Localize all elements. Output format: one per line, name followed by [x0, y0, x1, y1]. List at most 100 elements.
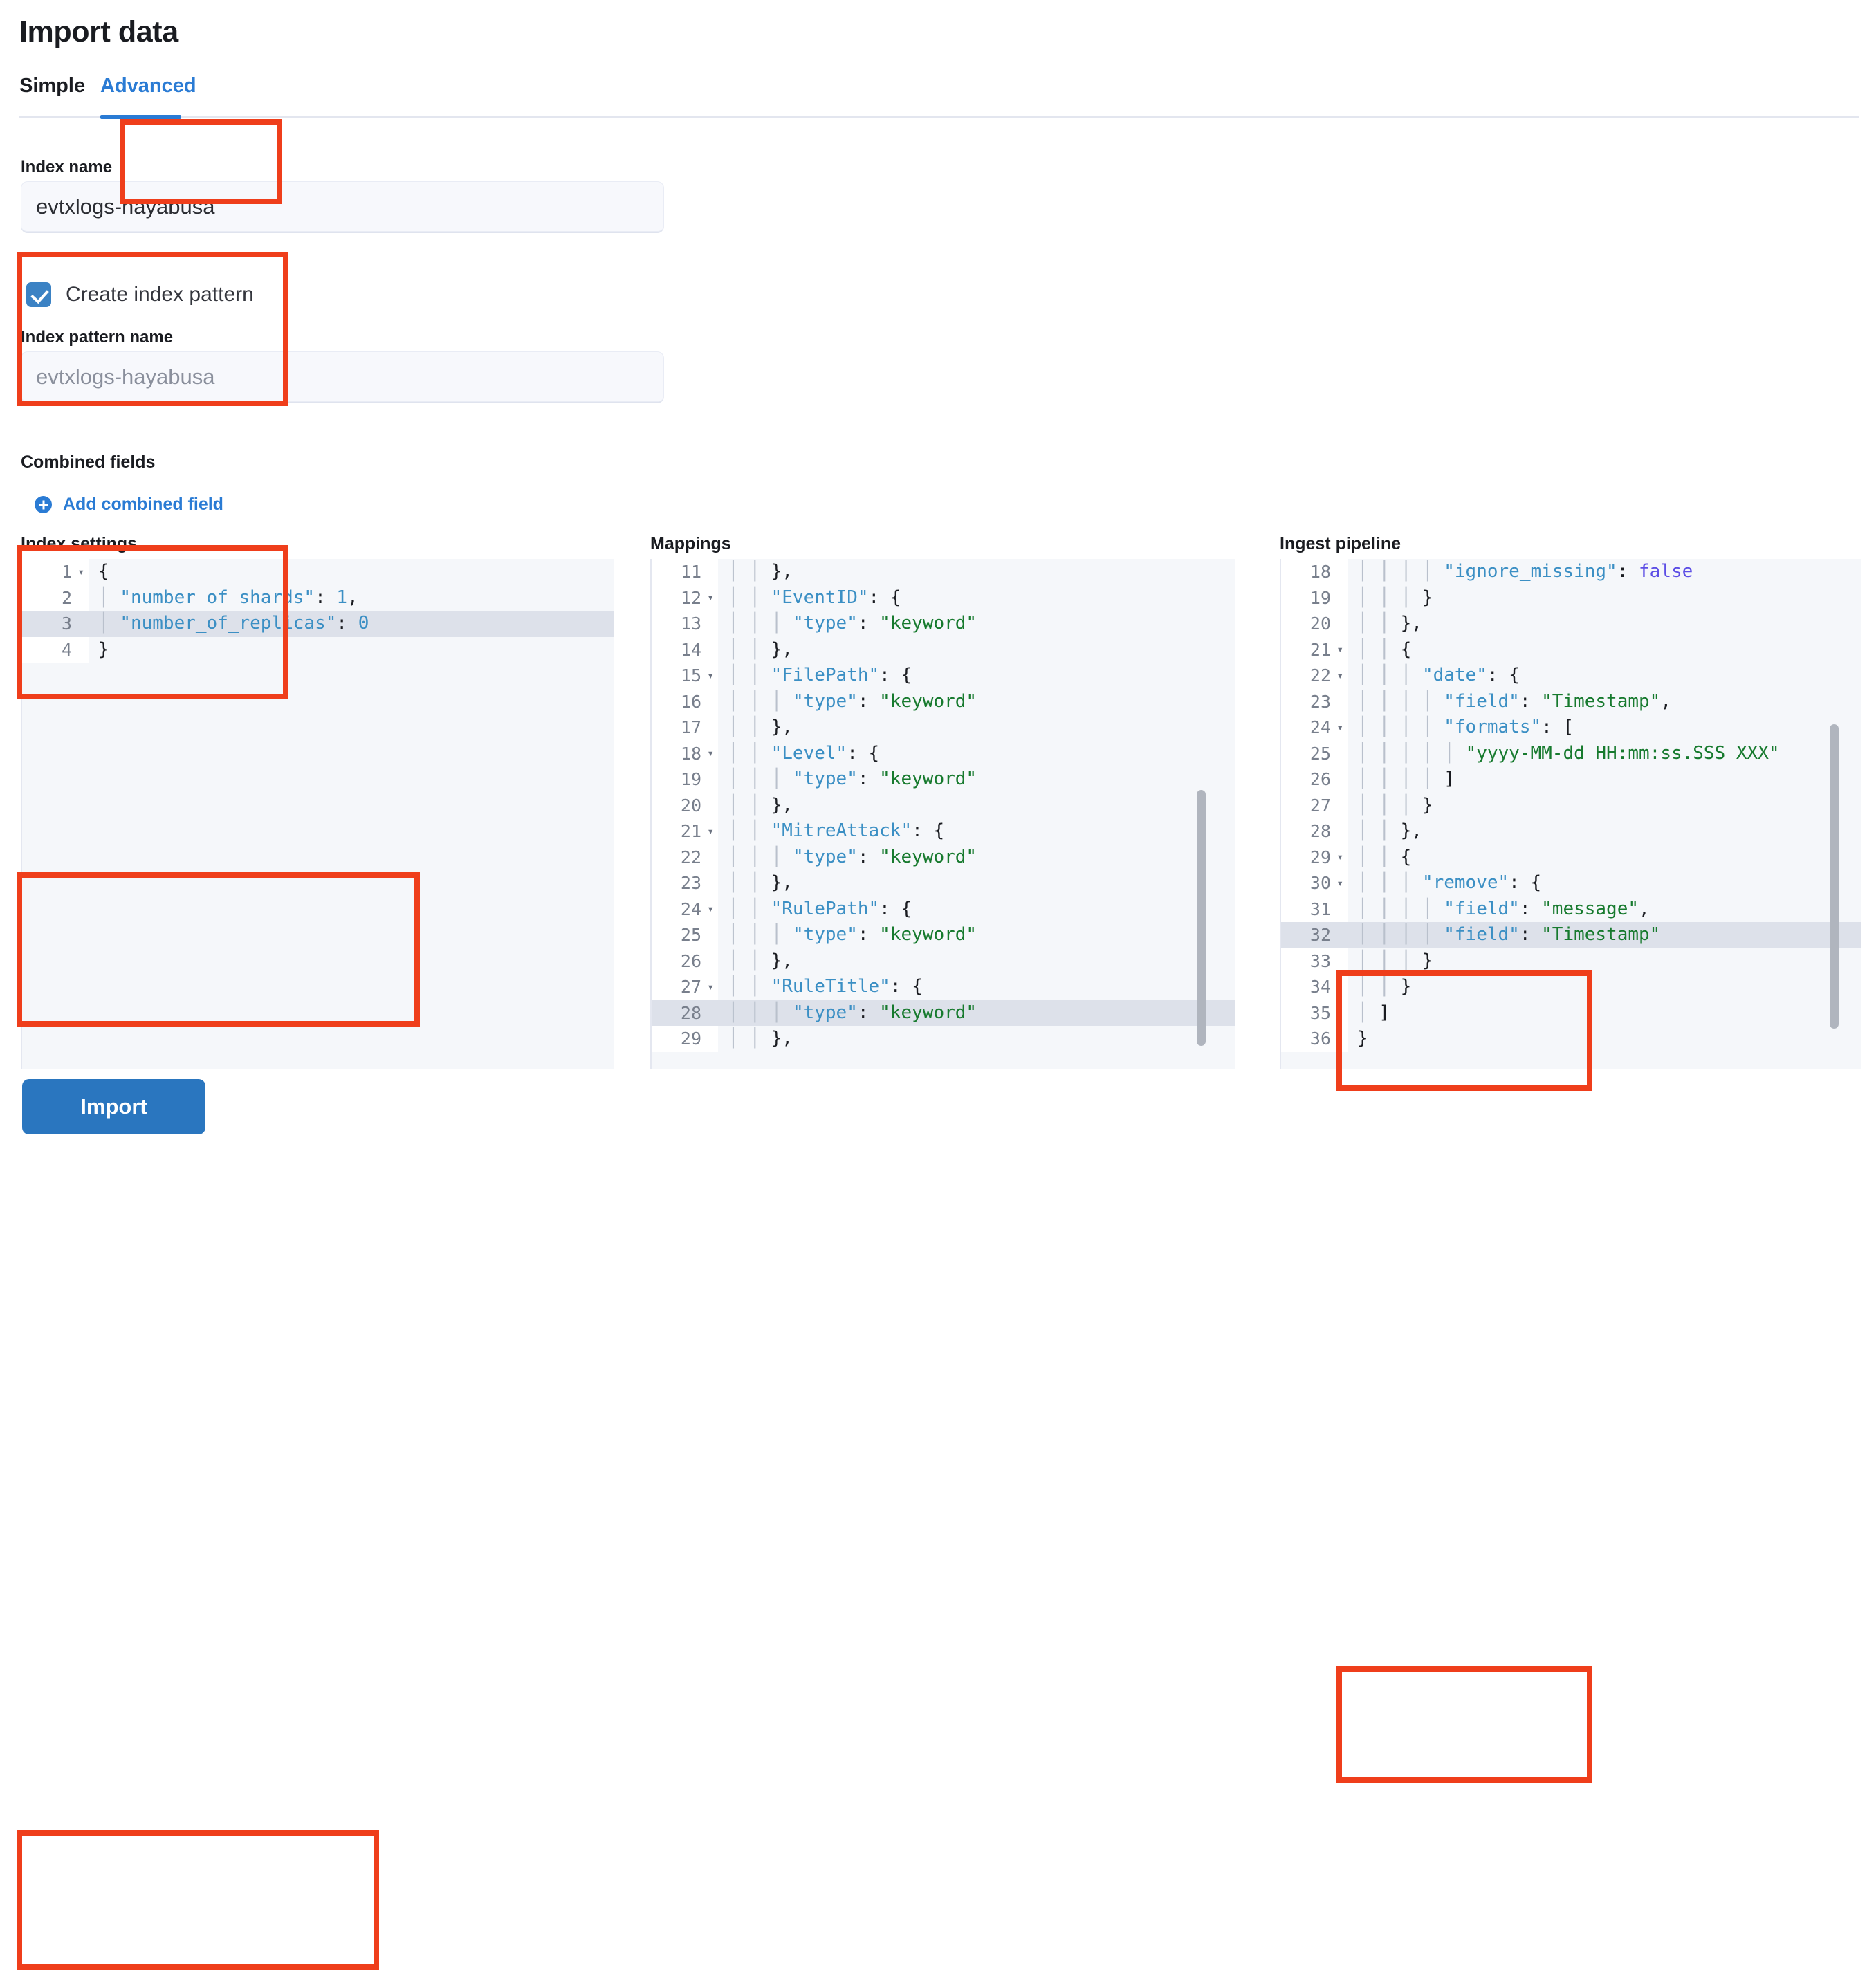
line-number: 36 — [1281, 1026, 1348, 1052]
editor-line[interactable]: 11│ │ }, — [652, 559, 1235, 585]
line-number: 4 — [22, 636, 89, 663]
editor-line[interactable]: 27▾│ │ "RuleTitle": { — [652, 974, 1235, 1000]
editor-line[interactable]: 25│ │ │ │ │ "yyyy-MM-dd HH:mm:ss.SSS XXX… — [1281, 740, 1861, 766]
editor-line[interactable]: 19│ │ │ } — [1281, 584, 1861, 611]
editor-line[interactable]: 19│ │ │ "type": "keyword" — [652, 766, 1235, 793]
code-text: │ "number_of_replicas": 0 — [98, 613, 369, 634]
editor-line[interactable]: 22│ │ │ "type": "keyword" — [652, 844, 1235, 870]
fold-arrow-icon[interactable]: ▾ — [707, 591, 714, 605]
editor-line[interactable]: 36} — [1281, 1026, 1861, 1052]
fold-arrow-icon[interactable]: ▾ — [1336, 876, 1343, 890]
tab-simple[interactable]: Simple — [19, 75, 85, 113]
page-title: Import data — [19, 15, 178, 48]
code-text: │ │ │ │ │ "yyyy-MM-dd HH:mm:ss.SSS XXX" — [1357, 742, 1780, 764]
editor-line[interactable]: 23│ │ │ │ "field": "Timestamp", — [1281, 688, 1861, 715]
editor-line[interactable]: 20 │ │ }, — [1281, 611, 1861, 637]
editor-line[interactable]: 2│ "number_of_shards": 1, — [22, 584, 614, 611]
index-pattern-name-input[interactable] — [21, 351, 664, 403]
code-text: │ │ }, — [728, 717, 793, 737]
fold-arrow-icon[interactable]: ▾ — [707, 746, 714, 760]
code-text: │ │ "FilePath": { — [728, 665, 912, 685]
editor-line[interactable]: 16│ │ │ "type": "keyword" — [652, 688, 1235, 715]
editor-line[interactable]: 32│ │ │ │ "field": "Timestamp" — [1281, 922, 1861, 948]
fold-arrow-icon[interactable]: ▾ — [77, 564, 84, 578]
editor-line[interactable]: 34│ │ } — [1281, 974, 1861, 1000]
line-number: 2 — [22, 584, 89, 611]
editor-line[interactable]: 22▾│ │ │ "date": { — [1281, 663, 1861, 689]
editor-line[interactable]: 4} — [22, 636, 614, 663]
import-button[interactable]: Import — [22, 1079, 205, 1134]
editor-line[interactable]: 21▾│ │ "MitreAttack": { — [652, 818, 1235, 845]
create-index-pattern-checkbox[interactable]: Create index pattern — [26, 282, 254, 307]
mappings-scrollbar[interactable] — [1197, 790, 1206, 1046]
ingest-pipeline-scrollbar[interactable] — [1830, 724, 1839, 1029]
checkbox-checked-icon[interactable] — [26, 282, 51, 307]
index-settings-title: Index settings — [21, 534, 138, 553]
fold-arrow-icon[interactable]: ▾ — [707, 902, 714, 916]
editor-line[interactable]: 20 │ │ }, — [652, 792, 1235, 818]
code-text: │ │ │ │ "ignore_missing": false — [1357, 561, 1693, 582]
editor-line[interactable]: 28│ │ }, — [1281, 818, 1861, 845]
editor-line[interactable]: 29▾│ │ { — [1281, 844, 1861, 870]
editor-line[interactable]: 25│ │ │ "type": "keyword" — [652, 922, 1235, 948]
editor-line[interactable]: 14 │ │ }, — [652, 636, 1235, 663]
index-name-input[interactable] — [21, 181, 664, 233]
editor-line[interactable]: 18▾│ │ "Level": { — [652, 740, 1235, 766]
tab-advanced[interactable]: Advanced — [100, 75, 196, 113]
add-combined-field-link[interactable]: Add combined field — [35, 495, 223, 515]
line-number: 20 — [1281, 611, 1348, 637]
editor-line[interactable]: 26 │ │ │ │ ] — [1281, 766, 1861, 793]
code-text: │ │ "RulePath": { — [728, 898, 912, 919]
add-combined-field-label: Add combined field — [63, 495, 223, 514]
code-text: │ │ │ "type": "keyword" — [728, 768, 977, 789]
editor-line[interactable]: 15▾│ │ "FilePath": { — [652, 663, 1235, 689]
line-number: 14 — [652, 636, 718, 663]
editor-line[interactable]: 26│ │ }, — [652, 948, 1235, 974]
code-text: │ │ │ "date": { — [1357, 665, 1520, 685]
code-text: │ │ │ │ "field": "Timestamp", — [1357, 690, 1671, 712]
editor-line[interactable]: 31│ │ │ │ "field": "message", — [1281, 896, 1861, 922]
line-number: 31 — [1281, 896, 1348, 922]
editor-line[interactable]: 29│ │ }, — [652, 1026, 1235, 1052]
editor-line[interactable]: 3 │ "number_of_replicas": 0 — [22, 611, 614, 637]
line-number: 20 — [652, 792, 718, 818]
ingest-pipeline-title: Ingest pipeline — [1280, 534, 1401, 553]
plus-circle-icon — [35, 496, 52, 513]
fold-arrow-icon[interactable]: ▾ — [1336, 643, 1343, 656]
code-text: │ │ }, — [728, 794, 793, 816]
index-settings-editor[interactable]: 1▾{2│ "number_of_shards": 1,3 │ "number_o… — [21, 559, 614, 1069]
editor-line[interactable]: 23│ │ }, — [652, 870, 1235, 896]
editor-line[interactable]: 27│ │ │ } — [1281, 792, 1861, 818]
editor-line[interactable]: 35│ ] — [1281, 1000, 1861, 1026]
editor-line[interactable]: 24▾│ │ │ │ "formats": [ — [1281, 715, 1861, 741]
editor-line[interactable]: 33│ │ │ } — [1281, 948, 1861, 974]
code-text: │ │ "Level": { — [728, 742, 880, 764]
code-text: │ │ │ │ ] — [1357, 768, 1455, 789]
line-number: 18 — [1281, 559, 1348, 585]
line-number: 19 — [1281, 584, 1348, 611]
editor-line[interactable]: 28│ │ │ "type": "keyword" — [652, 1000, 1235, 1026]
line-number: 3 — [22, 611, 89, 637]
editor-line[interactable]: 24▾│ │ "RulePath": { — [652, 896, 1235, 922]
fold-arrow-icon[interactable]: ▾ — [707, 668, 714, 682]
fold-arrow-icon[interactable]: ▾ — [1336, 720, 1343, 734]
code-text: │ │ }, — [1357, 613, 1422, 634]
fold-arrow-icon[interactable]: ▾ — [1336, 850, 1343, 864]
editor-line[interactable]: 18 │ │ │ │ "ignore_missing": false — [1281, 559, 1861, 585]
editor-line[interactable]: 13│ │ │ "type": "keyword" — [652, 611, 1235, 637]
line-number: 26 — [1281, 766, 1348, 793]
code-text: } — [98, 638, 109, 660]
fold-arrow-icon[interactable]: ▾ — [707, 824, 714, 838]
mappings-editor[interactable]: 11│ │ },12▾│ │ "EventID": {13│ │ │ "type… — [650, 559, 1235, 1069]
editor-line[interactable]: 21▾│ │ { — [1281, 636, 1861, 663]
code-text: │ │ }, — [728, 638, 793, 660]
fold-arrow-icon[interactable]: ▾ — [707, 979, 714, 993]
editor-line[interactable]: 1▾{ — [22, 559, 614, 585]
line-number: 27▾ — [652, 974, 718, 1000]
editor-line[interactable]: 12▾│ │ "EventID": { — [652, 584, 1235, 611]
create-index-pattern-label: Create index pattern — [66, 283, 254, 306]
editor-line[interactable]: 30▾│ │ │ "remove": { — [1281, 870, 1861, 896]
editor-line[interactable]: 17│ │ }, — [652, 715, 1235, 741]
fold-arrow-icon[interactable]: ▾ — [1336, 668, 1343, 682]
